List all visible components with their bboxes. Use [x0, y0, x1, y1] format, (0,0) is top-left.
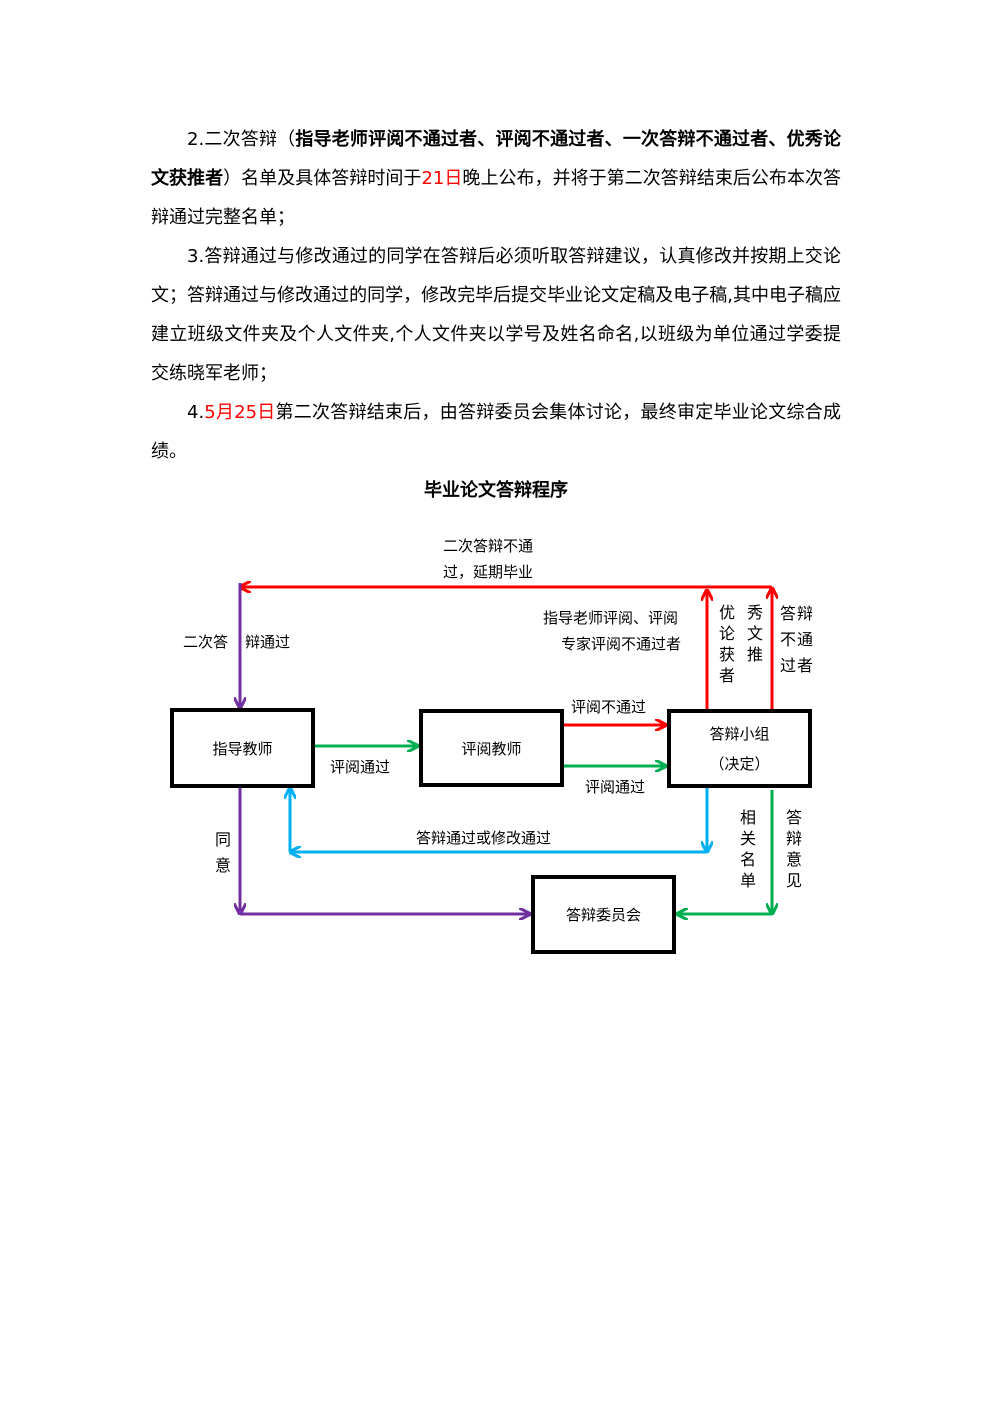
label-fail-second-2: 过，延期毕业	[443, 563, 534, 581]
bold-text: 指导老师评阅不通过者、评阅不通过者、一次答辩不通过者、优秀论文获推者	[151, 129, 841, 189]
paragraph-3: 3.答辩通过与修改通过的同学在答辩后必须听取答辩建议，认真修改并按期上交论文；答…	[151, 246, 841, 384]
red-date: 21日	[421, 168, 463, 189]
label-review-fail-1: 指导老师评阅、评阅	[543, 609, 679, 627]
label-second-pass-a: 二次答	[183, 633, 229, 651]
label-defense-pass: 答辩通过或修改通过	[416, 829, 552, 847]
box-label: 指导教师	[212, 739, 273, 758]
text: ）名单及具体答辩时间于	[223, 168, 422, 189]
box-panel: 答辩小组 （决定）	[667, 709, 812, 788]
paragraph-2: 2.二次答辩（指导老师评阅不通过者、评阅不通过者、一次答辩不通过者、优秀论文获推…	[151, 120, 841, 237]
box-sublabel: （决定）	[709, 754, 770, 773]
diagram-title: 毕业论文答辩程序	[424, 480, 568, 501]
label-fail-second-1: 二次答辩不通	[443, 537, 534, 555]
label-review-pass-1: 评阅通过	[330, 758, 391, 776]
text: 4.	[187, 402, 205, 423]
box-reviewer: 评阅教师	[419, 709, 564, 787]
label-review-fail-2: 专家评阅不通过者	[561, 635, 682, 653]
box-label: 评阅教师	[461, 739, 522, 758]
label-excellent: 优秀论文获推者	[719, 603, 776, 685]
label-review-not-pass: 评阅不通过	[571, 698, 647, 716]
box-committee: 答辩委员会	[531, 875, 676, 954]
label-defense-opinion: 答辩意见	[786, 808, 803, 890]
label-second-pass-b: 辩通过	[245, 633, 291, 651]
box-label: 答辩小组	[709, 725, 770, 744]
label-agree: 同意	[215, 830, 232, 875]
label-review-pass-2: 评阅通过	[585, 778, 646, 796]
box-advisor: 指导教师	[170, 708, 315, 788]
text-flow: 2.二次答辩（指导老师评阅不通过者、评阅不通过者、一次答辩不通过者、优秀论文获推…	[151, 120, 841, 503]
text: 晚上公布，并将于第二次答辩结束后公布本次答辩通过完整名单；	[151, 168, 842, 228]
label-defense-fail: 答辩不通过者	[780, 604, 815, 675]
box-label: 答辩委员会	[565, 906, 641, 924]
label-related-list: 相关名单	[740, 808, 757, 890]
red-date: 5月25日	[204, 402, 276, 423]
paragraph-4: 4.5月25日第二次答辩结束后，由答辩委员会集体讨论，最终审定毕业论文综合成绩。	[151, 393, 841, 471]
text: 第二次答辩结束后，由答辩委员会集体讨论，最终审定毕业论文综合成绩。	[151, 402, 842, 462]
text: 2.二次答辩（	[187, 129, 296, 150]
